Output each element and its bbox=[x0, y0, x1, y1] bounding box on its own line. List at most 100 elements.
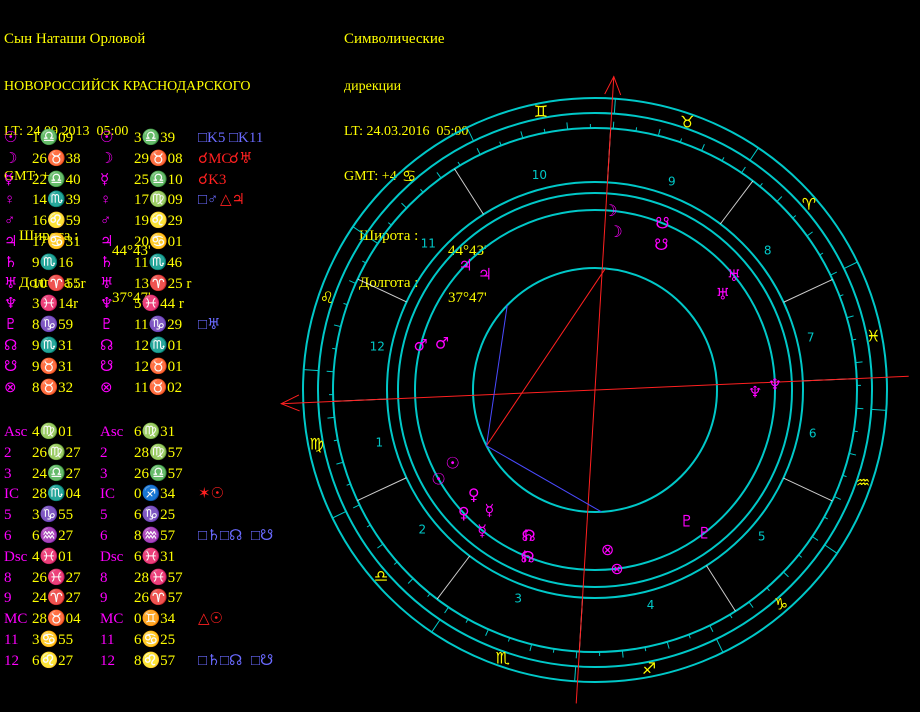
house-label: 11 bbox=[4, 631, 19, 648]
sign-boundary bbox=[352, 226, 366, 236]
planet-label-dir: ♄ bbox=[100, 254, 114, 271]
planet-glyph-icon: ☊ bbox=[522, 526, 536, 545]
table-row: ♀14♏39♀17♍09□♂ △♃ bbox=[4, 190, 304, 211]
planet-label-dir: ⊗ bbox=[100, 379, 113, 396]
degree-tick bbox=[444, 606, 449, 614]
degree-tick bbox=[499, 141, 502, 146]
directed-position: 13♈25 r bbox=[134, 275, 192, 292]
degree-tick bbox=[349, 280, 356, 284]
aspect-label: □☋ bbox=[251, 527, 274, 544]
house-label-dir: 2 bbox=[100, 444, 108, 461]
directions-header: Символические дирекции LT: 24.03.2016 05… bbox=[344, 2, 487, 306]
aspect-label: □☋ bbox=[251, 652, 274, 669]
sign-boundary bbox=[749, 147, 759, 161]
house-label-dir: Dsc bbox=[100, 548, 124, 565]
planet-label: ☽ bbox=[4, 150, 18, 167]
degree-tick bbox=[420, 188, 424, 193]
aspect-label: △☉ bbox=[198, 611, 223, 628]
natal-position: 6♌27 bbox=[32, 652, 74, 669]
degree-tick bbox=[798, 554, 803, 558]
degree-tick bbox=[485, 629, 489, 636]
planet-label: ♃ bbox=[4, 233, 18, 250]
table-row: ♄9♏16♄11♏46 bbox=[4, 253, 304, 274]
degree-tick bbox=[543, 128, 546, 133]
directed-position: 6♍31 bbox=[134, 424, 176, 440]
house-label: MC bbox=[4, 611, 28, 628]
planet-glyph-icon: ♄ bbox=[520, 547, 534, 566]
natal-position: 17♋31 bbox=[32, 233, 81, 250]
aspect-line bbox=[485, 305, 508, 446]
planet-glyph-icon: ☋ bbox=[654, 235, 668, 254]
wheel-ring bbox=[397, 192, 793, 588]
table-row: ♃17♋31♃20♋01 bbox=[4, 232, 304, 253]
house-label-dir: MC bbox=[100, 611, 124, 628]
directed-position: 8♌57 bbox=[134, 652, 176, 669]
planet-label-dir: ☉ bbox=[100, 130, 114, 146]
directed-position: 26♈57 bbox=[134, 590, 183, 607]
wheel-ring bbox=[414, 209, 776, 571]
degree-tick bbox=[621, 650, 624, 658]
house-number: 7 bbox=[807, 330, 815, 344]
sign-boundary bbox=[871, 408, 887, 411]
degree-tick bbox=[766, 587, 770, 592]
lon-label: Долгота : bbox=[19, 275, 79, 291]
directed-position: 28♍57 bbox=[134, 444, 183, 461]
planet-glyph-icon: ☋ bbox=[655, 214, 669, 233]
degree-tick bbox=[393, 561, 398, 565]
degree-tick bbox=[729, 614, 733, 619]
dir-lt: LT: 24.03.2016 05:00 bbox=[344, 124, 469, 139]
planet-label-dir: ☽ bbox=[100, 150, 114, 167]
chart-title: Сын Наташи Орловой bbox=[4, 31, 146, 47]
place-text: НОВОРОССИЙСК КРАСНОДАРСКОГО bbox=[4, 79, 251, 94]
aspect-label: ☌K3 bbox=[198, 171, 227, 188]
planet-label: ☿ bbox=[4, 171, 14, 188]
house-number: 2 bbox=[419, 523, 427, 537]
planet-label: ☋ bbox=[4, 358, 18, 375]
house-number: 12 bbox=[370, 340, 385, 354]
house-label: 12 bbox=[4, 652, 19, 669]
degree-tick bbox=[783, 571, 789, 578]
degree-tick bbox=[839, 294, 844, 297]
house-label: 9 bbox=[4, 590, 12, 607]
house-number: 8 bbox=[764, 243, 772, 257]
planet-glyph-icon: ♀ bbox=[458, 504, 470, 523]
sign-boundary bbox=[332, 510, 347, 519]
house-label-dir: 3 bbox=[100, 465, 108, 482]
directed-position: 12♉01 bbox=[134, 358, 183, 375]
planet-label-dir: ☋ bbox=[100, 358, 114, 375]
planet-label: ♀ bbox=[4, 192, 16, 209]
zodiac-sign-icon: ♈ bbox=[802, 195, 816, 214]
degree-tick bbox=[333, 324, 341, 328]
zodiac-sign-icon: ♊ bbox=[534, 102, 548, 121]
planet-glyph-icon: ☿ bbox=[484, 501, 494, 520]
house-label-dir: 11 bbox=[100, 631, 115, 648]
wheel-ring bbox=[472, 267, 718, 513]
degree-tick bbox=[635, 127, 638, 132]
aspect-label: □☊ bbox=[220, 652, 243, 669]
natal-lt: LT: 24.09.2013 05:00 bbox=[4, 124, 129, 139]
house-label-dir: 6 bbox=[100, 527, 108, 544]
mc-ic-axis bbox=[575, 76, 615, 704]
natal-position: 16♌59 bbox=[32, 213, 81, 230]
house-cusp-line bbox=[783, 477, 833, 502]
aspect-label: □♄ bbox=[198, 652, 221, 669]
house-number: 3 bbox=[514, 591, 522, 605]
directed-position: 0♊34 bbox=[134, 611, 176, 628]
directed-position: 28♓57 bbox=[134, 569, 183, 586]
degree-tick bbox=[343, 302, 348, 306]
natal-position: 4♓01 bbox=[32, 548, 74, 565]
planet-glyph-icon: ⊗ bbox=[601, 540, 614, 559]
planet-label: ☊ bbox=[4, 337, 18, 354]
degree-tick bbox=[457, 161, 461, 166]
degree-tick bbox=[759, 182, 763, 187]
planet-glyph-icon: ☊ bbox=[520, 547, 534, 566]
natal-position: 8♑59 bbox=[32, 317, 74, 334]
degree-tick bbox=[721, 157, 725, 162]
zodiac-sign-icon: ♉ bbox=[680, 112, 694, 131]
degree-tick bbox=[834, 496, 841, 500]
planet-glyph-icon: ⊗ bbox=[610, 559, 623, 578]
natal-position: 3♋55 bbox=[32, 631, 74, 648]
